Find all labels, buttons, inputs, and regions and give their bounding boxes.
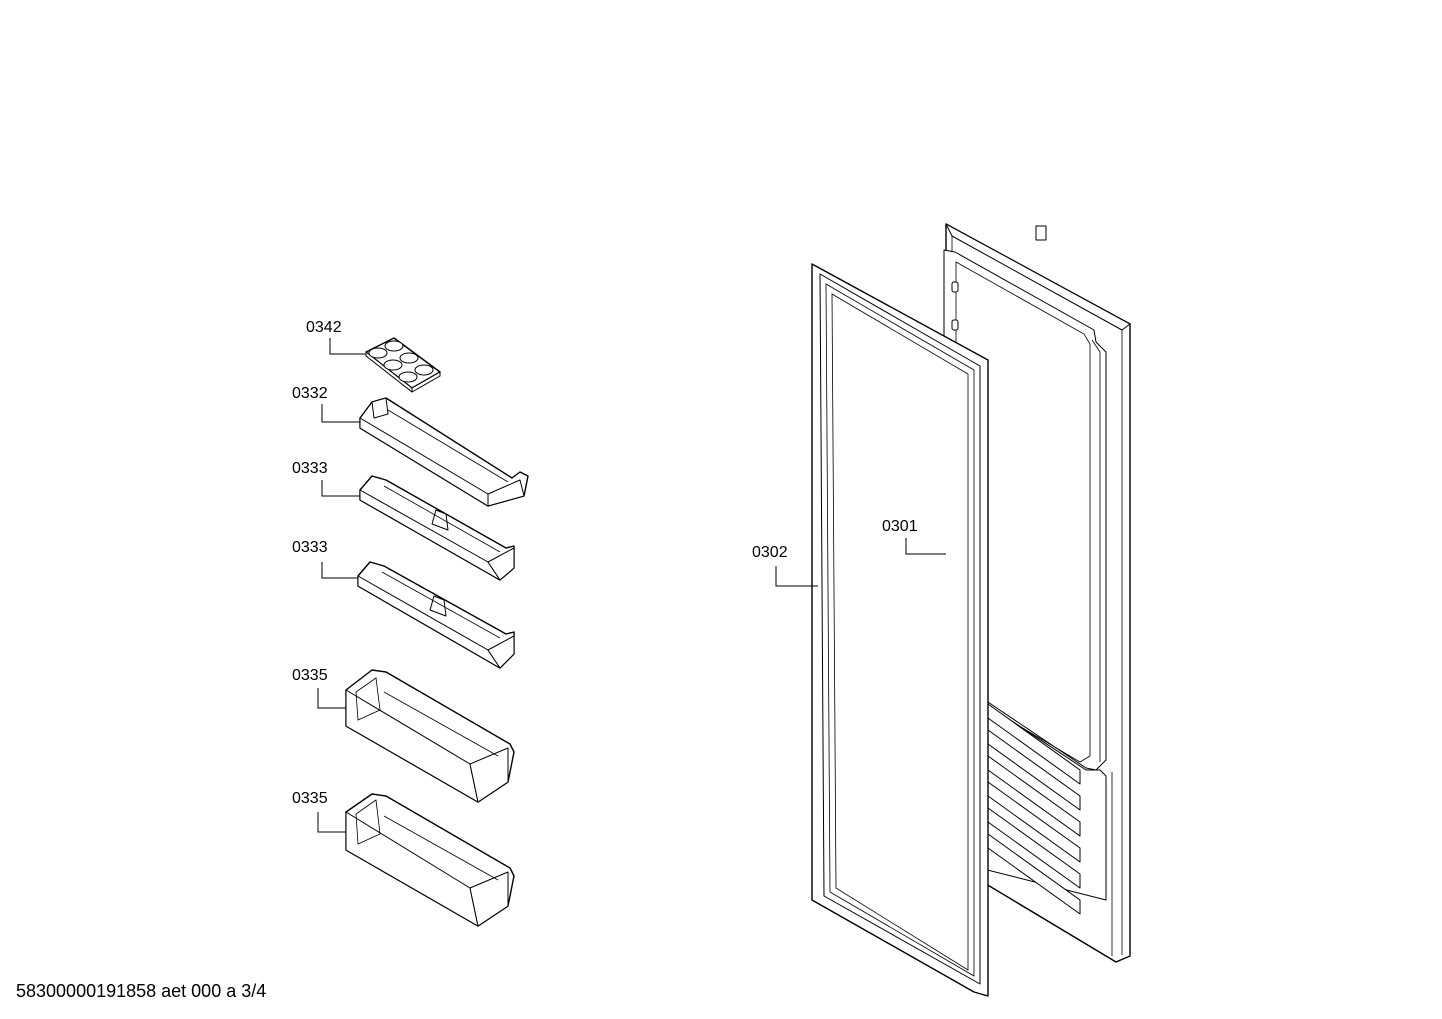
label-0301: 0301: [882, 518, 918, 535]
egg-tray[interactable]: [365, 337, 441, 393]
door-shelf-1[interactable]: [359, 397, 529, 507]
label-0335-b: 0335: [292, 790, 328, 807]
leader-lines: [317, 338, 946, 833]
label-0333-b: 0333: [292, 539, 328, 556]
label-0333-a: 0333: [292, 460, 328, 477]
label-0332: 0332: [292, 385, 328, 402]
door-gasket[interactable]: [811, 263, 989, 997]
liner-louvers: [987, 703, 1081, 915]
drawing-id-footer: 58300000191858 aet 000 a 3/4: [16, 981, 267, 1001]
label-0335-a: 0335: [292, 667, 328, 684]
label-0342: 0342: [306, 319, 342, 336]
door-shelf-2[interactable]: [359, 475, 515, 581]
door-shelf-3[interactable]: [357, 561, 515, 669]
bottle-shelf-2[interactable]: [345, 793, 515, 927]
bottle-shelf-1[interactable]: [345, 669, 515, 803]
label-0302: 0302: [752, 544, 788, 561]
